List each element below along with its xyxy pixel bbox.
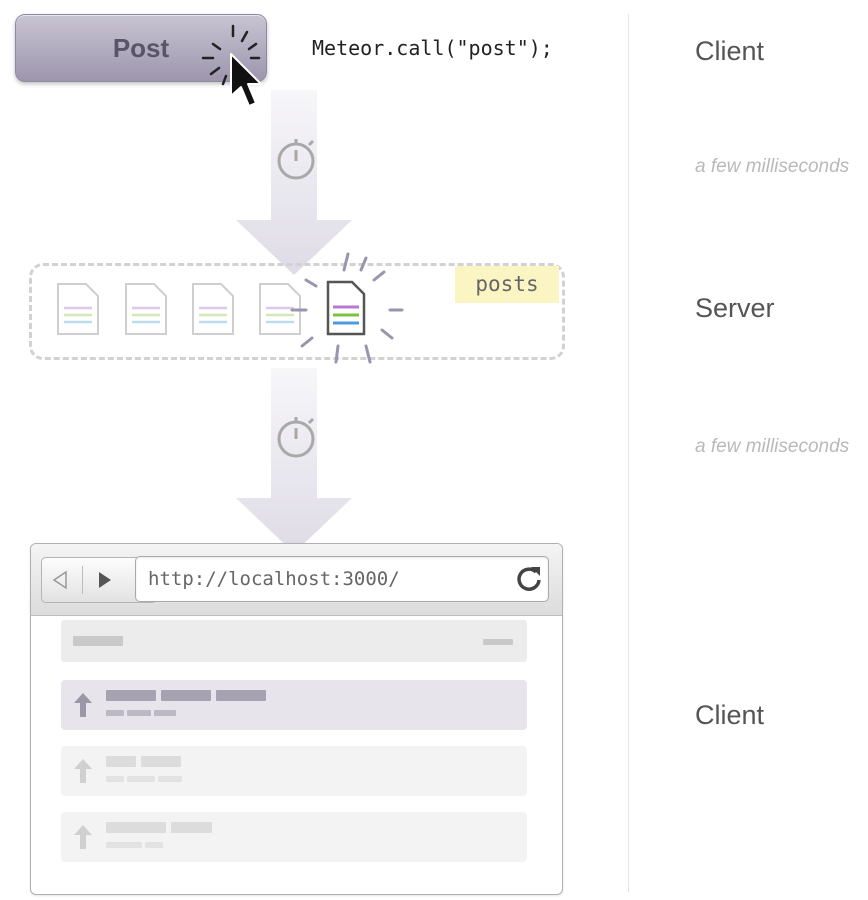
- upvote-icon[interactable]: [73, 758, 93, 784]
- title-placeholder: [216, 690, 266, 701]
- title-placeholder: [171, 822, 212, 833]
- meta-placeholder: [127, 776, 155, 782]
- code-snippet: Meteor.call("post");: [312, 36, 553, 60]
- browser-toolbar: http://localhost:3000/: [31, 544, 562, 616]
- header-link-placeholder: [483, 639, 513, 645]
- column-divider: [628, 14, 629, 892]
- browser-window: http://localhost:3000/: [30, 543, 563, 895]
- address-bar[interactable]: http://localhost:3000/: [135, 556, 549, 602]
- meta-placeholder: [145, 842, 163, 848]
- delay-label: a few milliseconds: [695, 156, 850, 177]
- forward-icon[interactable]: [97, 570, 113, 590]
- url-text: http://localhost:3000/: [148, 568, 400, 590]
- click-burst-icon: [201, 24, 261, 86]
- upvote-icon[interactable]: [73, 692, 93, 718]
- back-icon[interactable]: [52, 570, 68, 590]
- meta-placeholder: [154, 710, 176, 716]
- post-button-label: Post: [112, 33, 170, 63]
- title-placeholder: [141, 756, 181, 767]
- new-document-icon: [290, 252, 404, 364]
- title-placeholder: [106, 822, 166, 833]
- app-header: [61, 620, 527, 662]
- flow-arrow-down: [236, 368, 352, 553]
- flow-arrow-down: [236, 90, 352, 275]
- document-icons: [57, 283, 301, 335]
- nav-separator: [82, 566, 83, 594]
- meta-placeholder: [106, 842, 142, 848]
- title-placeholder: [106, 690, 156, 701]
- title-placeholder: [161, 690, 211, 701]
- stage-label-client: Client: [695, 700, 765, 730]
- meta-placeholder: [106, 776, 124, 782]
- posts-collection: [29, 263, 565, 360]
- upvote-icon[interactable]: [73, 824, 93, 850]
- post-item-new[interactable]: [61, 680, 527, 730]
- header-logo-placeholder: [73, 636, 123, 646]
- stage-label-client: Client: [695, 36, 765, 66]
- collection-label: posts: [455, 266, 559, 303]
- reload-icon[interactable]: [514, 563, 544, 593]
- meta-placeholder: [127, 710, 151, 716]
- stopwatch-icon: [277, 417, 315, 458]
- title-placeholder: [106, 756, 136, 767]
- post-button[interactable]: Post: [15, 14, 267, 82]
- cursor-icon: [230, 53, 262, 107]
- delay-label: a few milliseconds: [695, 436, 850, 457]
- stage-label-server: Server: [695, 293, 775, 323]
- post-item[interactable]: [61, 746, 527, 796]
- post-item[interactable]: [61, 812, 527, 862]
- meta-placeholder: [106, 710, 124, 716]
- meta-placeholder: [158, 776, 182, 782]
- stopwatch-icon: [277, 139, 315, 180]
